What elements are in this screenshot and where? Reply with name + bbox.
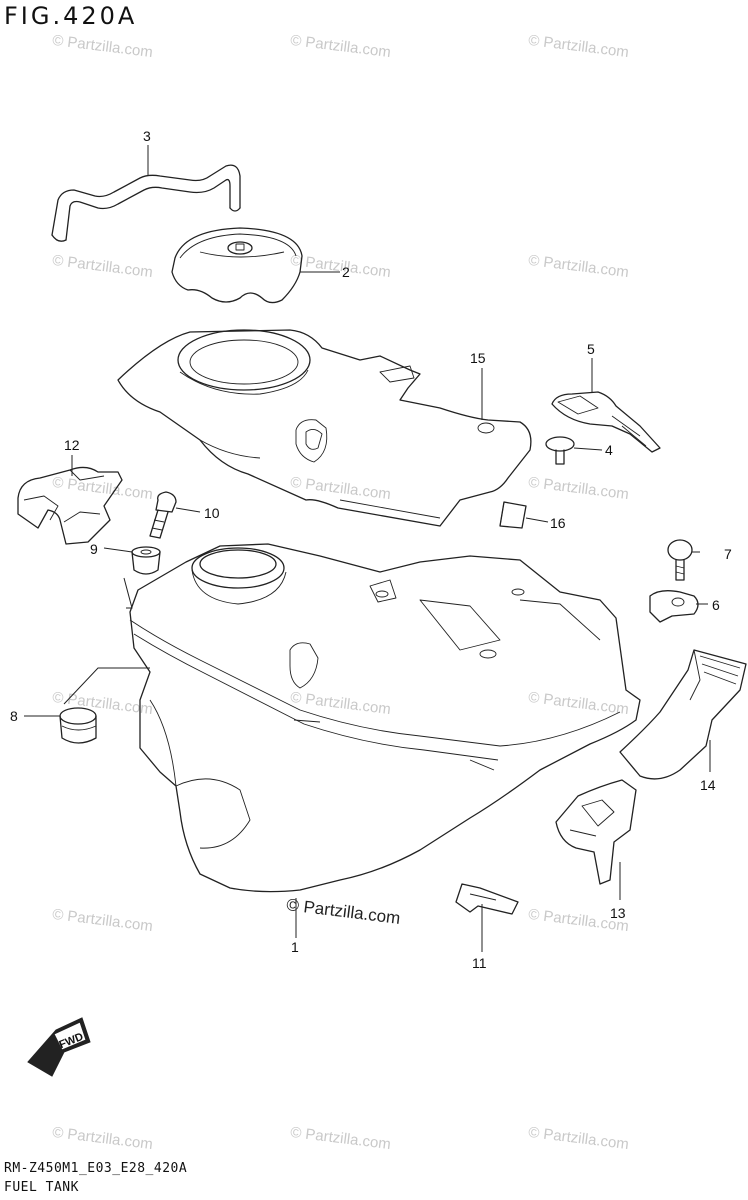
bracket-12-part[interactable] [17, 466, 123, 545]
callout-14: 14 [700, 777, 716, 793]
fuel-cap-part[interactable] [171, 227, 303, 304]
bolt-7-part[interactable] [667, 539, 693, 581]
callout-8: 8 [10, 708, 18, 724]
figure-code: RM-Z450M1_E03_E28_420A [4, 1161, 188, 1176]
bolt-10-part[interactable] [149, 491, 177, 539]
pad-16-part[interactable] [499, 501, 527, 529]
grommet-8-part[interactable] [59, 707, 97, 744]
figure-name: FUEL TANK [4, 1180, 79, 1195]
callout-1: 1 [291, 939, 299, 955]
callout-15: 15 [470, 350, 486, 366]
callout-3: 3 [143, 128, 151, 144]
callout-9: 9 [90, 541, 98, 557]
callout-11: 11 [472, 955, 487, 971]
fuel-tank-part[interactable] [129, 543, 641, 893]
breather-hose-part[interactable] [51, 164, 241, 242]
callout-5: 5 [587, 341, 595, 357]
callout-12: 12 [64, 437, 80, 453]
heat-shield-14-part[interactable] [619, 649, 747, 780]
callout-13: 13 [610, 905, 626, 921]
figure-title: FIG.420A [4, 2, 138, 30]
callout-16: 16 [550, 515, 566, 531]
clip-11-part[interactable] [455, 883, 519, 915]
tank-cover-part[interactable] [117, 329, 532, 527]
leader-lines [24, 145, 711, 952]
collar-9-part[interactable] [131, 546, 161, 575]
callout-10: 10 [204, 505, 220, 521]
callout-6: 6 [712, 597, 720, 613]
screw-4-part[interactable] [545, 436, 575, 465]
callout-7: 7 [724, 546, 732, 562]
fwd-arrow-icon [27, 1017, 91, 1077]
bracket-6-part[interactable] [649, 590, 699, 623]
clamp-5-part[interactable] [551, 391, 661, 453]
callout-4: 4 [605, 442, 613, 458]
callout-2: 2 [342, 264, 350, 280]
guard-13-part[interactable] [555, 779, 637, 885]
